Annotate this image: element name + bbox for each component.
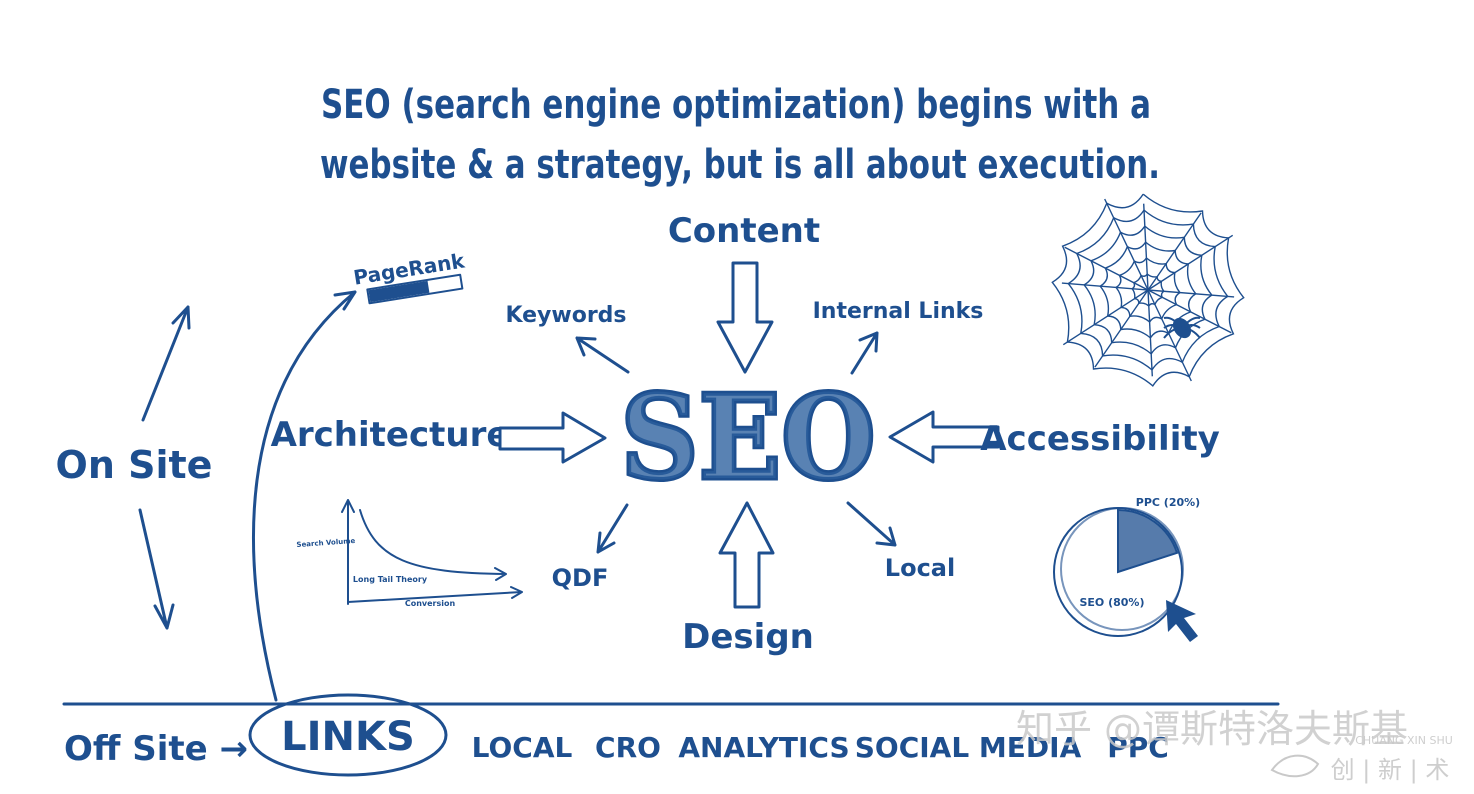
seo-center-label: SEO	[621, 370, 876, 506]
pagerank-bar	[366, 273, 464, 305]
web-spoke	[1061, 282, 1149, 291]
web-ring	[1099, 241, 1197, 339]
node-keywords: Keywords	[505, 303, 626, 328]
node-accessibility: Accessibility	[980, 419, 1220, 459]
pagerank-bar-frame	[366, 273, 464, 305]
node-local: Local	[885, 554, 955, 582]
bottom-item-local: LOCAL	[472, 731, 573, 764]
web-spoke	[1147, 289, 1153, 377]
bottom-item-social-media: SOCIAL MEDIA	[855, 731, 1082, 764]
arrow-on-site-up	[141, 305, 191, 422]
pie-label-seo: SEO (80%)	[1079, 596, 1144, 609]
pagerank-bar-fill	[368, 280, 430, 303]
long-tail-curve	[359, 509, 507, 581]
web-ring	[1115, 257, 1181, 324]
watermark-zhihu: 知乎 @谭斯特洛夫斯基	[1016, 707, 1408, 751]
pie-slice-ppc	[1117, 508, 1179, 574]
long-tail-y-axis	[341, 499, 355, 605]
arrow-local	[846, 501, 897, 547]
web-ring	[1131, 273, 1165, 308]
headline-line-2: website & a strategy, but is all about e…	[320, 142, 1160, 188]
arrow-content-down	[716, 261, 774, 374]
arrow-on-site-down	[138, 508, 175, 630]
long-tail-y-label: Search Volume	[296, 537, 355, 549]
label-on-site: On Site	[56, 443, 213, 487]
long-tail-x-axis	[347, 586, 523, 603]
long-tail-curve-label: Long Tail Theory	[353, 575, 428, 584]
arrow-keywords	[575, 336, 630, 374]
web-ring	[1051, 193, 1245, 387]
watermark-en: CHUANG XIN SHU	[1355, 734, 1453, 747]
cursor-arrow-icon	[1166, 600, 1198, 642]
spider-leg	[1181, 327, 1201, 339]
arrow-design-up	[718, 501, 775, 609]
web-ring	[1083, 225, 1213, 355]
node-internal-links: Internal Links	[813, 299, 984, 324]
label-off-site: Off Site →	[64, 729, 248, 769]
web-spoke	[1147, 289, 1235, 298]
headline-line-1: SEO (search engine optimization) begins …	[321, 82, 1151, 128]
watermark-cn: 创 | 新 | 术	[1331, 756, 1450, 784]
long-tail-chart: Search Volume Long Tail Theory Conversio…	[296, 499, 523, 608]
node-architecture: Architecture	[271, 415, 510, 455]
arrow-internal-links	[850, 331, 879, 375]
arrow-qdf	[596, 503, 629, 554]
spider-web-icon	[1051, 193, 1245, 387]
node-qdf: QDF	[552, 564, 609, 592]
label-links: LINKS	[281, 714, 415, 760]
arrow-architecture-right	[498, 411, 607, 464]
links-oval	[248, 693, 448, 777]
node-design: Design	[682, 617, 814, 657]
watermark-logo-icon	[1270, 754, 1320, 778]
web-spoke	[1143, 203, 1149, 291]
pie-label-ppc: PPC (20%)	[1136, 496, 1200, 509]
web-ring	[1067, 209, 1229, 371]
node-content: Content	[668, 211, 820, 251]
ppc-seo-pie-chart: PPC (20%) SEO (80%)	[1053, 496, 1200, 642]
long-tail-x-label: Conversion	[405, 599, 456, 608]
arrow-accessibility-left	[888, 410, 1000, 464]
pie-outline-sketch	[1060, 507, 1184, 631]
seo-center-label-outline: SEO	[621, 370, 876, 506]
spider-leg	[1163, 327, 1183, 339]
arrow-links-to-pagerank	[252, 290, 357, 702]
bottom-item-cro: CRO	[595, 731, 661, 764]
bottom-item-ppc: PPC	[1107, 731, 1169, 764]
bottom-item-analytics: ANALYTICS	[678, 731, 849, 764]
